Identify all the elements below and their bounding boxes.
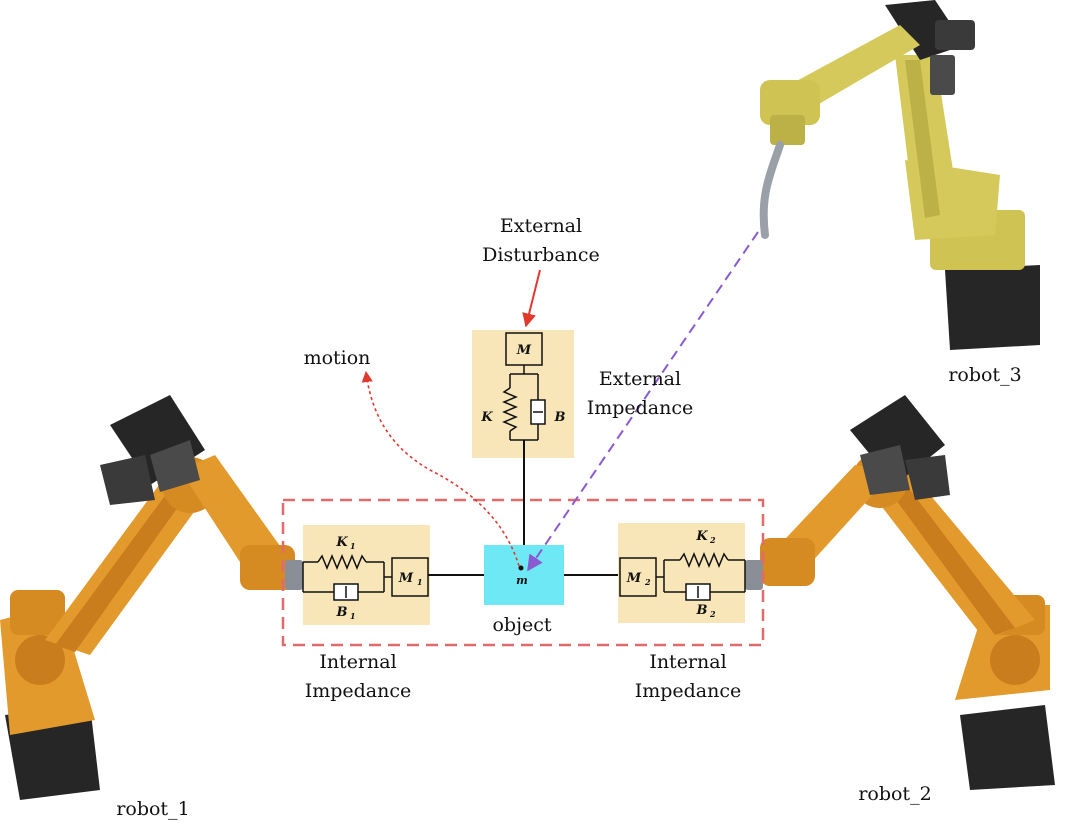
robot-3-link-arrow (527, 231, 759, 572)
right-internal-impedance-block: M 2 K 2 B 2 (564, 523, 746, 623)
object-box (484, 545, 564, 605)
object-block: m (484, 545, 564, 605)
right-impedance-panel (618, 523, 745, 623)
robot-1-illustration (0, 395, 303, 800)
external-mass-symbol: M (516, 343, 532, 358)
internal-impedance-left-label-line2: Impedance (305, 680, 412, 702)
internal-impedance-left-label-line1: Internal (319, 651, 396, 673)
internal-impedance-right-label-line2: Impedance (635, 680, 742, 702)
robot-2-label: robot_2 (858, 783, 931, 805)
left-spring (317, 554, 367, 570)
left-mass-box (391, 557, 429, 597)
motion-label: motion (304, 347, 371, 369)
right-spring-symbol: K (695, 529, 708, 544)
external-impedance-panel (472, 330, 574, 458)
left-mass-symbol: M (398, 571, 414, 586)
right-mass-subscript: 2 (644, 577, 651, 587)
external-impedance-block: M K B (472, 330, 574, 545)
internal-impedance-right-label-line1: Internal (649, 651, 726, 673)
object-label: object (492, 614, 551, 636)
right-damper-subscript: 2 (709, 609, 716, 619)
external-disturbance-label-line1: External (500, 215, 582, 237)
right-mass-symbol: M (626, 571, 642, 586)
external-disturbance-arrow (522, 269, 541, 328)
external-spring (502, 387, 518, 432)
motion-arrow (361, 370, 520, 567)
left-spring-symbol: K (335, 535, 348, 550)
robot-1-label: robot_1 (116, 798, 189, 820)
external-impedance-label-line2: Impedance (587, 397, 694, 419)
robot-3-illustration (759, 0, 1040, 350)
right-damper-symbol: B (696, 603, 708, 618)
left-internal-impedance-block: M 1 K 1 B 1 (302, 525, 484, 625)
left-damper-subscript: 1 (350, 611, 356, 621)
left-damper-symbol: B (336, 605, 348, 620)
right-spring-subscript: 2 (709, 535, 716, 545)
left-impedance-panel (303, 525, 430, 625)
robot-3-label: robot_3 (948, 364, 1021, 386)
left-mass-subscript: 1 (417, 577, 423, 587)
external-damper-symbol: B (554, 410, 566, 425)
right-spring (679, 552, 729, 568)
robot-2-illustration (745, 395, 1055, 790)
external-spring-symbol: K (480, 410, 493, 425)
external-disturbance-label-line2: Disturbance (482, 244, 600, 266)
object-mass-symbol: m (516, 574, 528, 587)
external-impedance-label-line1: External (599, 368, 681, 390)
left-spring-subscript: 1 (350, 541, 356, 551)
